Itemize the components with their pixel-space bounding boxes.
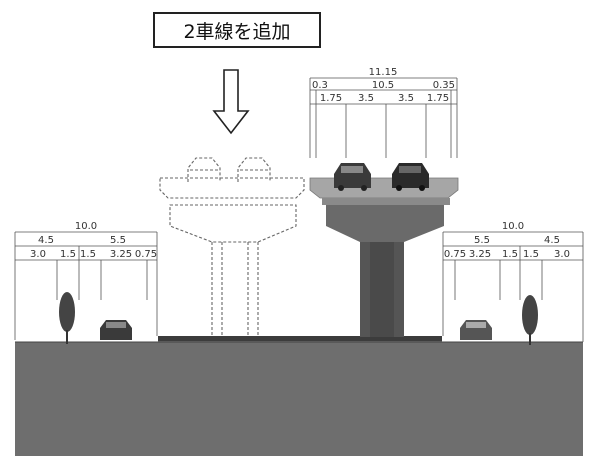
dim-label: 0.75 — [444, 249, 466, 260]
callout-box: 2車線を追加 — [153, 12, 321, 48]
dim-label: 3.25 — [469, 249, 491, 260]
dim-left-total: 10.0 — [75, 221, 97, 232]
car-icon — [100, 320, 132, 340]
dim-label: 1.75 — [320, 93, 342, 104]
dim-label: 1.5 — [80, 249, 96, 260]
callout-text: 2車線を追加 — [183, 20, 291, 43]
dim-label: 1.5 — [502, 249, 518, 260]
dim-label: 1.5 — [523, 249, 539, 260]
dim-label: 5.5 — [110, 235, 126, 246]
left-road-dimension-labels: 10.0 4.5 5.5 3.0 1.5 1.5 3.25 0.75 — [30, 221, 157, 260]
right-road-dimension-lines — [442, 231, 584, 342]
dim-label: 4.5 — [38, 235, 54, 246]
dim-label: 5.5 — [474, 235, 490, 246]
viaduct-dimension-lines — [309, 77, 458, 158]
dim-label: 3.5 — [398, 93, 414, 104]
dim-label: 0.75 — [135, 249, 157, 260]
car-icon — [460, 320, 492, 340]
dim-label: 1.75 — [427, 93, 449, 104]
dim-label: 4.5 — [544, 235, 560, 246]
ground — [15, 336, 583, 456]
tree-icon — [522, 295, 538, 345]
left-road-dimension-lines — [14, 231, 158, 340]
dim-viaduct-total: 11.15 — [369, 67, 398, 78]
car-icon — [392, 163, 429, 191]
dim-label: 3.0 — [30, 249, 46, 260]
right-road-dimension-labels: 10.0 5.5 4.5 0.75 3.25 1.5 1.5 3.0 — [444, 221, 570, 260]
down-arrow-icon — [212, 69, 250, 135]
dim-label: 0.35 — [433, 80, 455, 91]
dim-label: 3.0 — [554, 249, 570, 260]
dim-label: 1.5 — [60, 249, 76, 260]
dim-label: 0.3 — [312, 80, 328, 91]
existing-viaduct — [309, 177, 459, 337]
viaduct-dimension-labels: 11.15 0.3 10.5 0.35 1.75 3.5 3.5 1.75 — [312, 67, 455, 104]
dim-label: 3.25 — [110, 249, 132, 260]
tree-icon — [59, 292, 75, 344]
dim-label: 3.5 — [358, 93, 374, 104]
proposed-viaduct — [159, 157, 305, 336]
car-icon — [334, 163, 371, 191]
dim-right-total: 10.0 — [502, 221, 524, 232]
dim-label: 10.5 — [372, 80, 394, 91]
